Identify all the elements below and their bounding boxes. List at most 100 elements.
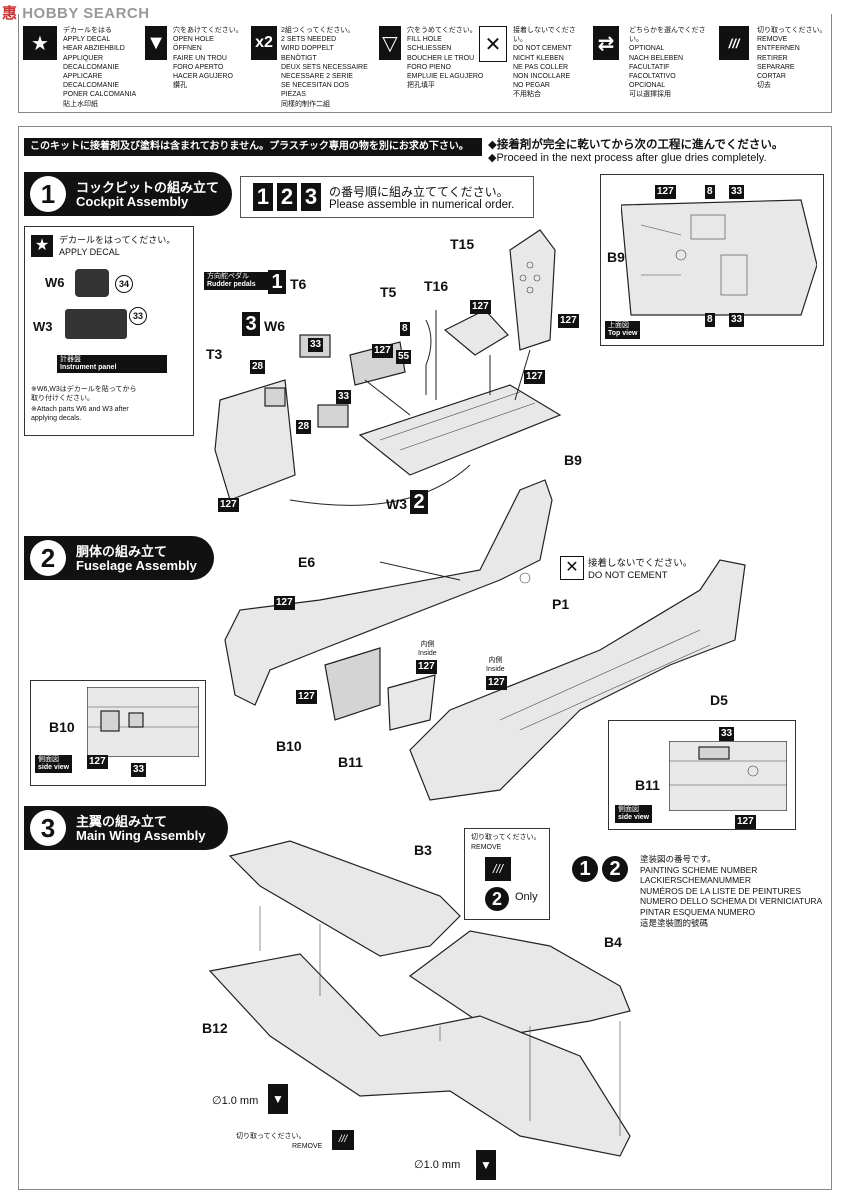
inside-jp-b: 内側: [488, 657, 503, 664]
code-33-w6: 33: [308, 338, 324, 352]
inside-en-a: Inside: [418, 650, 437, 658]
fuselage-127-c: 127: [416, 660, 437, 674]
step-3-badge: 3 主翼の組み立て Main Wing Assembly: [24, 806, 228, 850]
side-view-b11-jp: 側面図: [618, 806, 639, 813]
side-view-b11-tag: 側面図 side view: [615, 805, 653, 823]
decal-panel-jp: デカールをはってください。: [59, 235, 176, 245]
label-b10: B10: [276, 738, 302, 754]
no-cement-icon: ✕: [479, 26, 507, 62]
side-view-b10-label: B10: [49, 719, 75, 735]
rudder-pedals-en: Rudder pedals: [207, 281, 256, 288]
step-3-title-en: Main Wing Assembly: [76, 828, 206, 843]
legend-optional: ⇄ どちらかを選んでください。 OPTIONAL NACH BELEBEN FA…: [593, 20, 713, 110]
fuselage-127-a: 127: [274, 596, 295, 610]
legend-bar: ★ デカールをはる APPLY DECAL HEAR ABZIEHBILD AP…: [18, 14, 832, 113]
decal-panel: ★ デカールをはってください。 APPLY DECAL W6 34 W3 33 …: [24, 226, 194, 436]
side-view-b11-panel: 33 B11 127 側面図 side view: [608, 720, 796, 830]
step-3-title-jp: 主翼の組み立て: [76, 814, 168, 829]
label-t3: T3: [206, 346, 223, 362]
cockpit-floor-b9: [358, 384, 562, 476]
code-8-stick: 8: [400, 322, 410, 336]
side-view-b10-drawing: [87, 687, 199, 757]
upper-wing-b3: [228, 840, 461, 957]
top-view-33a: 33: [729, 185, 745, 199]
lower-wing-b12: [208, 953, 631, 1157]
label-b4: B4: [604, 934, 622, 950]
remove-icon: ///: [719, 26, 749, 60]
no-cement-icon: ✕: [560, 556, 584, 580]
watermark-brand: HOBBY SEARCH: [22, 5, 150, 22]
drill-label-a: ∅1.0 mm: [212, 1095, 259, 1107]
scheme-2-badge: 2: [485, 887, 509, 911]
label-t6: T6: [290, 276, 307, 292]
label-p1: P1: [552, 596, 570, 612]
instrument-panel-en: Instrument panel: [60, 364, 117, 371]
side-view-b11-en: side view: [618, 814, 650, 821]
seat-t16: [443, 309, 509, 356]
legend-optional-text: どちらかを選んでください。 OPTIONAL NACH BELEBEN FACU…: [629, 27, 706, 99]
remove-icon: ///: [485, 857, 511, 881]
w3-part: [317, 404, 349, 428]
code-33-w3: 33: [336, 390, 352, 404]
no-glue-notice: このキットに接着剤及び塗料は含まれておりません。プラスチック専用の物を別にお求め…: [24, 138, 482, 156]
instrument-panel-jp: 計器盤: [60, 356, 81, 363]
inside-label-a: 内側 Inside: [418, 640, 437, 658]
drill-icon: ▼: [476, 1150, 496, 1180]
legend-decal: ★ デカールをはる APPLY DECAL HEAR ABZIEHBILD AP…: [23, 20, 141, 110]
decal-w3-label: W3: [33, 319, 53, 334]
remove-option-box: 切り取ってください。 REMOVE /// 2 Only: [464, 828, 550, 920]
side-view-b11-127: 127: [735, 815, 756, 829]
side-view-b11-drawing: [669, 741, 787, 811]
legend-no-cement-text: 接着しないでください。 DO NOT CEMENT NICHT KLEBEN N…: [513, 27, 576, 99]
order-text-en: Please assemble in numerical order.: [329, 199, 515, 211]
decal-w6-label: W6: [45, 275, 65, 290]
top-view-jp: 上面図: [608, 322, 629, 329]
scheme-legend-text: 塗装図の番号です。 PAINTING SCHEME NUMBER LACKIER…: [640, 854, 823, 928]
legend-remove-text: 切り取ってください。 REMOVE ENTFERNEN RETIRER SEPA…: [757, 27, 827, 90]
remove-en: REMOVE: [471, 844, 502, 851]
glue-note-en: ◆Proceed in the next process after glue …: [488, 152, 767, 164]
order-num-3: 3: [301, 183, 321, 211]
code-127-back: 127: [558, 314, 579, 328]
code-55: 55: [396, 350, 412, 364]
top-view-127: 127: [655, 185, 676, 199]
watermark-glyph: 惠: [2, 5, 18, 22]
legend-two-sets: x2 2組つくってください。 2 SETS NEEDED WIRD DOPPEL…: [251, 20, 371, 110]
inside-en-b: Inside: [486, 666, 505, 674]
side-view-b10-panel: B10 127 33 側面図 side view: [30, 680, 206, 786]
drill-icon: ▼: [145, 26, 167, 60]
no-cement-jp: 接着しないでください。: [588, 558, 693, 569]
rudder-pedals-tag: 方向舵ペダル Rudder pedals: [204, 272, 268, 290]
label-e6: E6: [298, 554, 316, 570]
code-127-seat: 127: [470, 300, 491, 314]
cockpit-side-b11: [387, 674, 436, 731]
watermark: 惠 HOBBY SEARCH: [2, 2, 150, 23]
label-w6: W6: [264, 318, 285, 334]
instrument-panel-t3: [214, 379, 296, 501]
label-t15: T15: [450, 236, 475, 252]
fill-hole-icon: ▽: [379, 26, 401, 60]
decal-note-jp: ※W6,W3はデカールを貼ってから 取り付けください。: [31, 386, 137, 403]
fuselage-127-b: 127: [296, 690, 317, 704]
no-cement-en: DO NOT CEMENT: [588, 570, 668, 581]
main-frame: [18, 126, 832, 1190]
side-view-b11-label: B11: [635, 777, 660, 793]
top-view-en: Top view: [608, 330, 638, 337]
order-num-1: 1: [253, 183, 273, 211]
upper-wing-b4: [408, 930, 631, 1037]
legend-two-sets-text: 2組つくってください。 2 SETS NEEDED WIRD DOPPELT B…: [281, 27, 368, 108]
control-stick-t5: [425, 319, 432, 395]
cockpit-side-b10: [324, 647, 381, 721]
label-w3: W3: [386, 496, 407, 512]
step-2-number: 2: [30, 540, 66, 576]
side-view-b10-33: 33: [131, 763, 147, 777]
inside-jp-a: 内側: [420, 641, 435, 648]
remove-note-jp: 切り取ってください。: [236, 1133, 306, 1140]
code-28-a: 28: [250, 360, 266, 374]
wing-drawing: [208, 840, 631, 1157]
remove-jp: 切り取ってください。: [471, 834, 541, 841]
legend-remove: /// 切り取ってください。 REMOVE ENTFERNEN RETIRER …: [719, 20, 829, 110]
step-1-number: 1: [30, 176, 66, 212]
decal-33-badge: 33: [129, 307, 147, 325]
order-num-2: 2: [277, 183, 297, 211]
